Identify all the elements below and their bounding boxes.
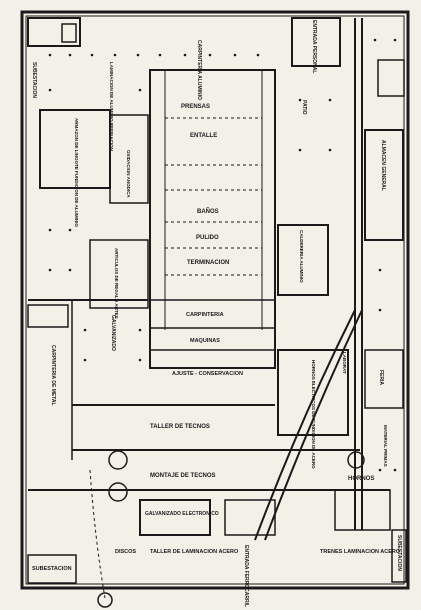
hall-dashed-rows [165, 117, 262, 276]
label-carpinteria: CARPINTERIA [186, 312, 224, 318]
label-discos: DISCOS [115, 549, 136, 555]
feria-room [364, 349, 404, 409]
label-taller-tecnos: TALLER DE TECNOS [150, 424, 210, 430]
entrance-block [291, 17, 341, 67]
label-articulos: ARTICULOS DE REGALO ARTES [114, 248, 119, 319]
left-small-room [27, 304, 69, 328]
label-entrada-personal: ENTRADA PERSONAL [311, 20, 317, 73]
label-hornos: HORNOS [348, 476, 374, 482]
turntable-2 [108, 482, 128, 502]
turntable-4 [97, 592, 113, 608]
label-laborat: LABORAT [342, 352, 347, 374]
label-pulido: PULIDO [196, 235, 219, 241]
top-left-sub-block [61, 23, 77, 43]
label-calderia-aluminio: CALDERERIA ALUMINIO [299, 230, 304, 283]
label-subestacion-bottom: SUBESTACION [32, 566, 72, 572]
column-dots [48, 38, 397, 472]
label-entrada-ferrocarril: ENTRADA FERROCARRIL [243, 545, 249, 607]
label-galvanizado-left: GALVANIZADO [110, 315, 116, 351]
central-hall [149, 69, 276, 369]
building-outline [20, 10, 410, 590]
turntable-1 [108, 450, 128, 470]
label-taller-laminacion: TALLER DE LAMINACION ACERO [150, 549, 239, 555]
label-maquinas: MAQUINAS [190, 338, 220, 344]
label-fundicion-aluminio: ARMAZON DE LINGOTE FUNDICION DE ALUMINIO [74, 118, 79, 227]
articulos-room [89, 239, 149, 309]
label-almacen-general: ALMACEN GENERAL [380, 140, 386, 191]
top-left-block [27, 17, 81, 47]
label-carpinteria-metal: CARPINTERIA DE METAL [50, 345, 56, 406]
galvanizado-elec-room [139, 499, 211, 536]
label-prensas: PRENSAS [181, 104, 210, 110]
label-montaje-tecnos: MONTAJE DE TECNOS [150, 473, 216, 479]
equipment-block [224, 499, 276, 536]
label-patio: PATIO [301, 100, 307, 115]
sub-right-room [391, 529, 407, 583]
calderia-room [277, 224, 329, 296]
turntable-3 [347, 451, 365, 469]
building-inner-outline [25, 15, 405, 585]
label-laminacion-aluminio: LAMINACION DE ALUMINIO REFINACION [109, 62, 114, 151]
dashed-track [89, 469, 106, 599]
label-subestacion-right: SUBESTACION [396, 535, 402, 571]
label-carpinteria-aluminio: CARPINTERIA ALUMINIO [196, 40, 202, 100]
curved-rail-1 [254, 309, 356, 541]
label-terminacion: TERMINACION [187, 260, 229, 266]
room-labels: CARPINTERIA ALUMINIO ENTRADA PERSONAL SU… [31, 20, 402, 607]
label-entalle: ENTALLE [190, 133, 217, 139]
hornos-electricos-room [277, 349, 349, 436]
hornos-block [334, 489, 391, 531]
label-hornos-electricos: HORNOS ELECTRICOS DE FUNDICION DE ACERO [311, 360, 316, 469]
label-oxidacion-anodica: OXIDACION ANODICA [126, 150, 131, 198]
label-subestacion-top: SUBESTACION [31, 62, 37, 98]
top-right-room [377, 59, 405, 97]
label-material-primas: MATERIAL PRIMAS [383, 425, 388, 467]
subestacion-room [27, 554, 77, 584]
curved-rail-2 [264, 309, 363, 541]
label-feria: FERIA [378, 370, 384, 385]
almacen-room [364, 129, 404, 241]
oxidacion-room [109, 114, 149, 204]
label-galvanizado-electronico: GALVANIZADO ELECTRONICO [145, 511, 219, 517]
label-banos: BAÑOS [197, 208, 219, 215]
label-ajuste-conservacion: AJUSTE - CONSERVACION [172, 371, 243, 377]
label-trenes-laminacion: TRENES LAMINACION ACERO [320, 549, 401, 555]
